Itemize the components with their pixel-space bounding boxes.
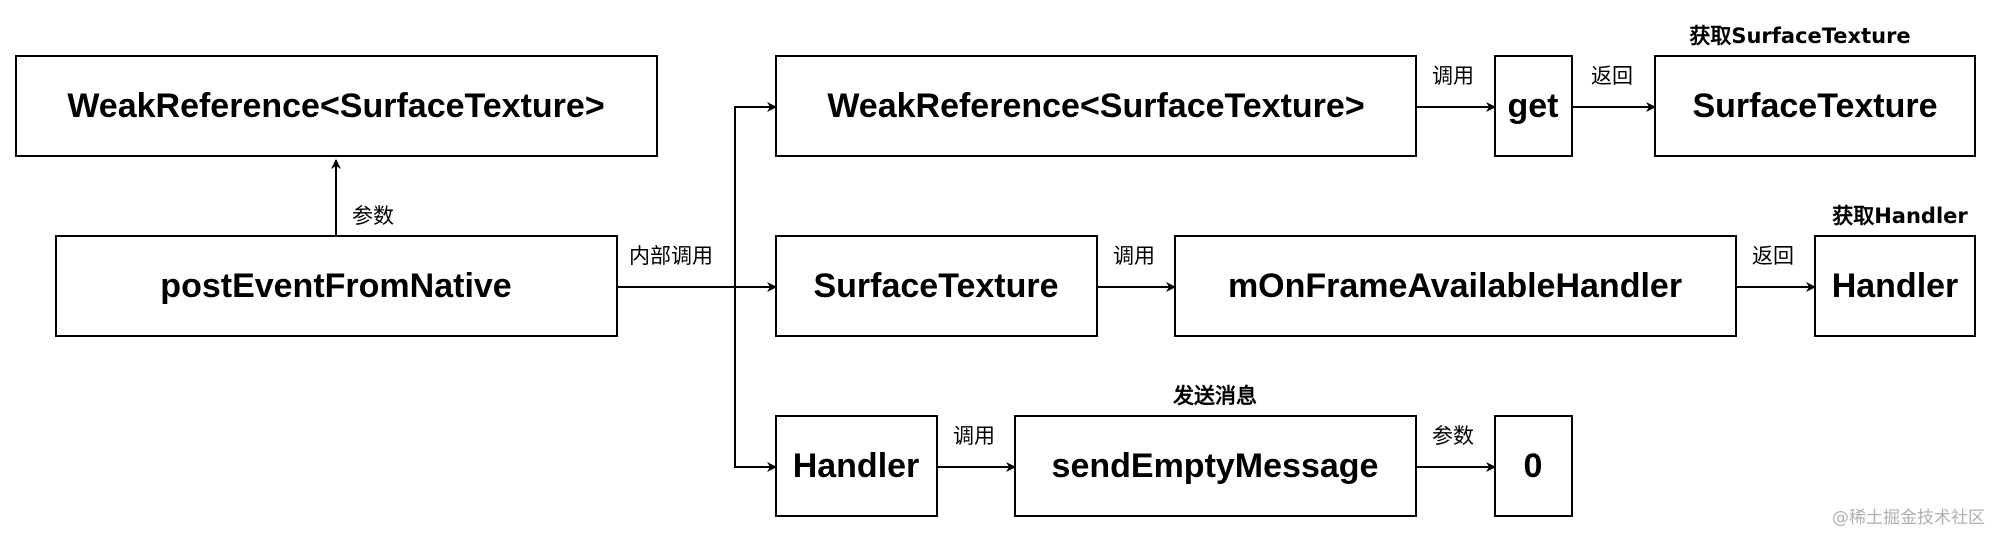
node-weakref-right: WeakReference<SurfaceTexture>: [775, 55, 1417, 157]
node-weakref-left-label: WeakReference<SurfaceTexture>: [67, 87, 604, 125]
node-get-label: get: [1508, 87, 1559, 125]
node-zero: 0: [1494, 415, 1573, 517]
node-send-empty-message-label: sendEmptyMessage: [1052, 447, 1379, 485]
edge-label-internal-call: 内部调用: [629, 244, 713, 268]
edge-label-call-3: 调用: [953, 424, 995, 448]
edge-trunk-to-handler: [734, 287, 777, 472]
edge-label-param-1: 参数: [352, 204, 394, 228]
watermark: @稀土掘金技术社区: [1832, 508, 1985, 528]
edge-label-call-1: 调用: [1432, 64, 1474, 88]
node-weakref-left: WeakReference<SurfaceTexture>: [15, 55, 658, 157]
node-frame-handler-label: mOnFrameAvailableHandler: [1228, 267, 1682, 305]
node-handler: Handler: [775, 415, 938, 517]
node-surface-texture: SurfaceTexture: [775, 235, 1098, 337]
caption-send-message: 发送消息: [1172, 384, 1257, 408]
node-zero-label: 0: [1524, 447, 1543, 485]
node-handler-result-label: Handler: [1832, 267, 1959, 305]
node-handler-result: Handler: [1814, 235, 1976, 337]
node-handler-label: Handler: [793, 447, 920, 485]
node-surface-texture-label: SurfaceTexture: [813, 267, 1058, 305]
edge-label-param-2: 参数: [1432, 424, 1474, 448]
edge-label-return-1: 返回: [1591, 64, 1633, 88]
node-get: get: [1494, 55, 1573, 157]
edge-label-return-2: 返回: [1752, 244, 1794, 268]
node-surface-texture-result-label: SurfaceTexture: [1692, 87, 1937, 125]
node-frame-handler: mOnFrameAvailableHandler: [1174, 235, 1737, 337]
node-send-empty-message: sendEmptyMessage: [1014, 415, 1417, 517]
edge-label-call-2: 调用: [1113, 244, 1155, 268]
node-surface-texture-result: SurfaceTexture: [1654, 55, 1976, 157]
node-weakref-right-label: WeakReference<SurfaceTexture>: [827, 87, 1364, 125]
node-post-event-label: postEventFromNative: [160, 267, 511, 305]
edge-trunk-to-weakref-right: [734, 102, 777, 287]
caption-get-handler: 获取Handler: [1832, 204, 1968, 228]
caption-get-surface-texture: 获取SurfaceTexture: [1689, 24, 1910, 48]
node-post-event: postEventFromNative: [55, 235, 618, 337]
